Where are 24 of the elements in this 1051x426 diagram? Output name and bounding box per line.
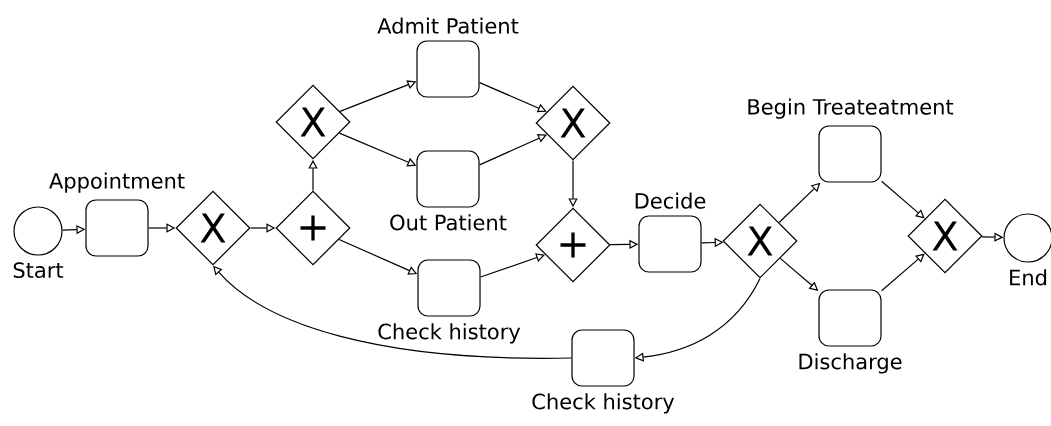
event-label: End: [1010, 269, 1047, 286]
event-label: Start: [13, 262, 64, 279]
task-label: Check history: [378, 323, 521, 344]
task-box: [571, 329, 635, 387]
event-circle: [13, 206, 63, 256]
task-label: Decide: [635, 192, 706, 209]
task-box: [416, 40, 480, 98]
task-box: [818, 289, 882, 347]
task-label: Discharge: [799, 353, 902, 374]
arrow: [479, 82, 547, 113]
task-label: Appointment: [49, 172, 185, 193]
task-label: Out Patient: [390, 214, 507, 231]
arrow: [881, 180, 925, 219]
arrow: [778, 182, 821, 224]
task-label: Begin Treateatment: [748, 98, 954, 119]
task-box: [417, 259, 481, 317]
task-box: [416, 150, 480, 208]
task-box: [818, 125, 882, 183]
task-label: Check history: [532, 393, 675, 414]
arrow: [881, 253, 925, 292]
task-box: [638, 215, 702, 273]
arrow: [479, 134, 547, 166]
task-box: [85, 199, 149, 257]
task-label: Admit Patient: [377, 17, 519, 34]
